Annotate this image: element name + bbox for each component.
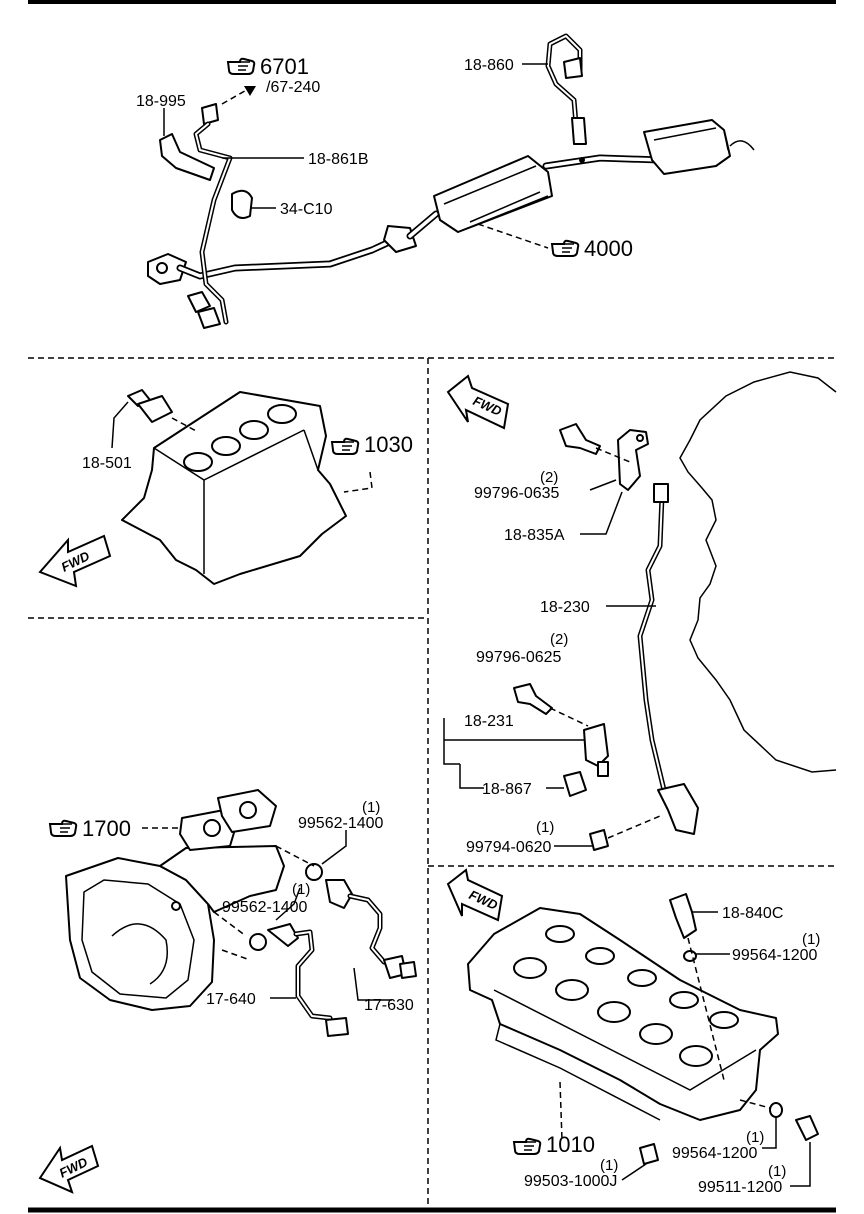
qty-99796-0625: (2) [550,631,568,648]
qty-99796-0635: (2) [540,469,558,486]
cylinder-head-drawing [467,893,819,1187]
part-99564-1200-a[interactable]: 99564-1200 [732,947,818,964]
qty-99562-1400-a: (1) [362,799,380,816]
ref-1030[interactable]: 1030 [364,432,413,457]
section-borders [28,0,836,1213]
ref-hand-1010-icon [513,1137,542,1155]
ref-4000[interactable]: 4000 [584,236,633,261]
harness-drawing [443,371,837,851]
ref-hand-1700-icon [49,819,78,837]
part-17-630[interactable]: 17-630 [364,997,414,1014]
part-34-C10[interactable]: 34-C10 [280,201,333,218]
part-99796-0635[interactable]: 99796-0635 [474,485,560,502]
ref-hand-6701-icon [227,57,256,75]
part-99562-1400-b[interactable]: 99562-1400 [222,899,308,916]
transmission-drawing [65,789,417,1037]
part-99511-1200[interactable]: 99511-1200 [698,1179,782,1196]
qty-99564-1200-a: (1) [802,931,820,948]
qty-99562-1400-b: (1) [292,881,310,898]
part-99503-1000J[interactable]: 99503-1000J [524,1173,617,1190]
part-99564-1200-b[interactable]: 99564-1200 [672,1145,758,1162]
part-17-640[interactable]: 17-640 [206,991,256,1008]
part-18-860[interactable]: 18-860 [464,57,514,74]
part-99796-0625[interactable]: 99796-0625 [476,649,562,666]
fwd-arrow-icon: FWD [38,1144,100,1194]
fwd-arrow-icon: FWD [446,868,504,922]
part-99794-0620[interactable]: 99794-0620 [466,839,552,856]
ref-hand-1030-icon [331,437,360,455]
ref-1010[interactable]: 1010 [546,1132,595,1157]
part-18-861B[interactable]: 18-861B [308,151,369,168]
part-18-501[interactable]: 18-501 [82,455,132,472]
exhaust-assembly-drawing [147,33,755,329]
part-18-835A[interactable]: 18-835A [504,527,565,544]
fwd-arrow-icon: FWD [446,374,510,430]
ref-1700[interactable]: 1700 [82,816,131,841]
part-18-230[interactable]: 18-230 [540,599,590,616]
qty-99503-1000J: (1) [600,1157,618,1174]
ref-6701[interactable]: 6701 [260,54,309,79]
ref-hand-4000-icon [551,239,580,257]
qty-99511-1200: (1) [768,1163,786,1180]
qty-99794-0620: (1) [536,819,554,836]
fwd-arrow-icon: FWD [38,534,112,588]
part-18-867[interactable]: 18-867 [482,781,532,798]
part-99562-1400-a[interactable]: 99562-1400 [298,815,384,832]
part-18-995[interactable]: 18-995 [136,93,186,110]
part-18-231[interactable]: 18-231 [464,713,514,730]
qty-99564-1200-b: (1) [746,1129,764,1146]
engine-block-drawing [111,389,373,585]
ref-67-240[interactable]: /67-240 [266,79,320,96]
part-18-840C[interactable]: 18-840C [722,905,783,922]
